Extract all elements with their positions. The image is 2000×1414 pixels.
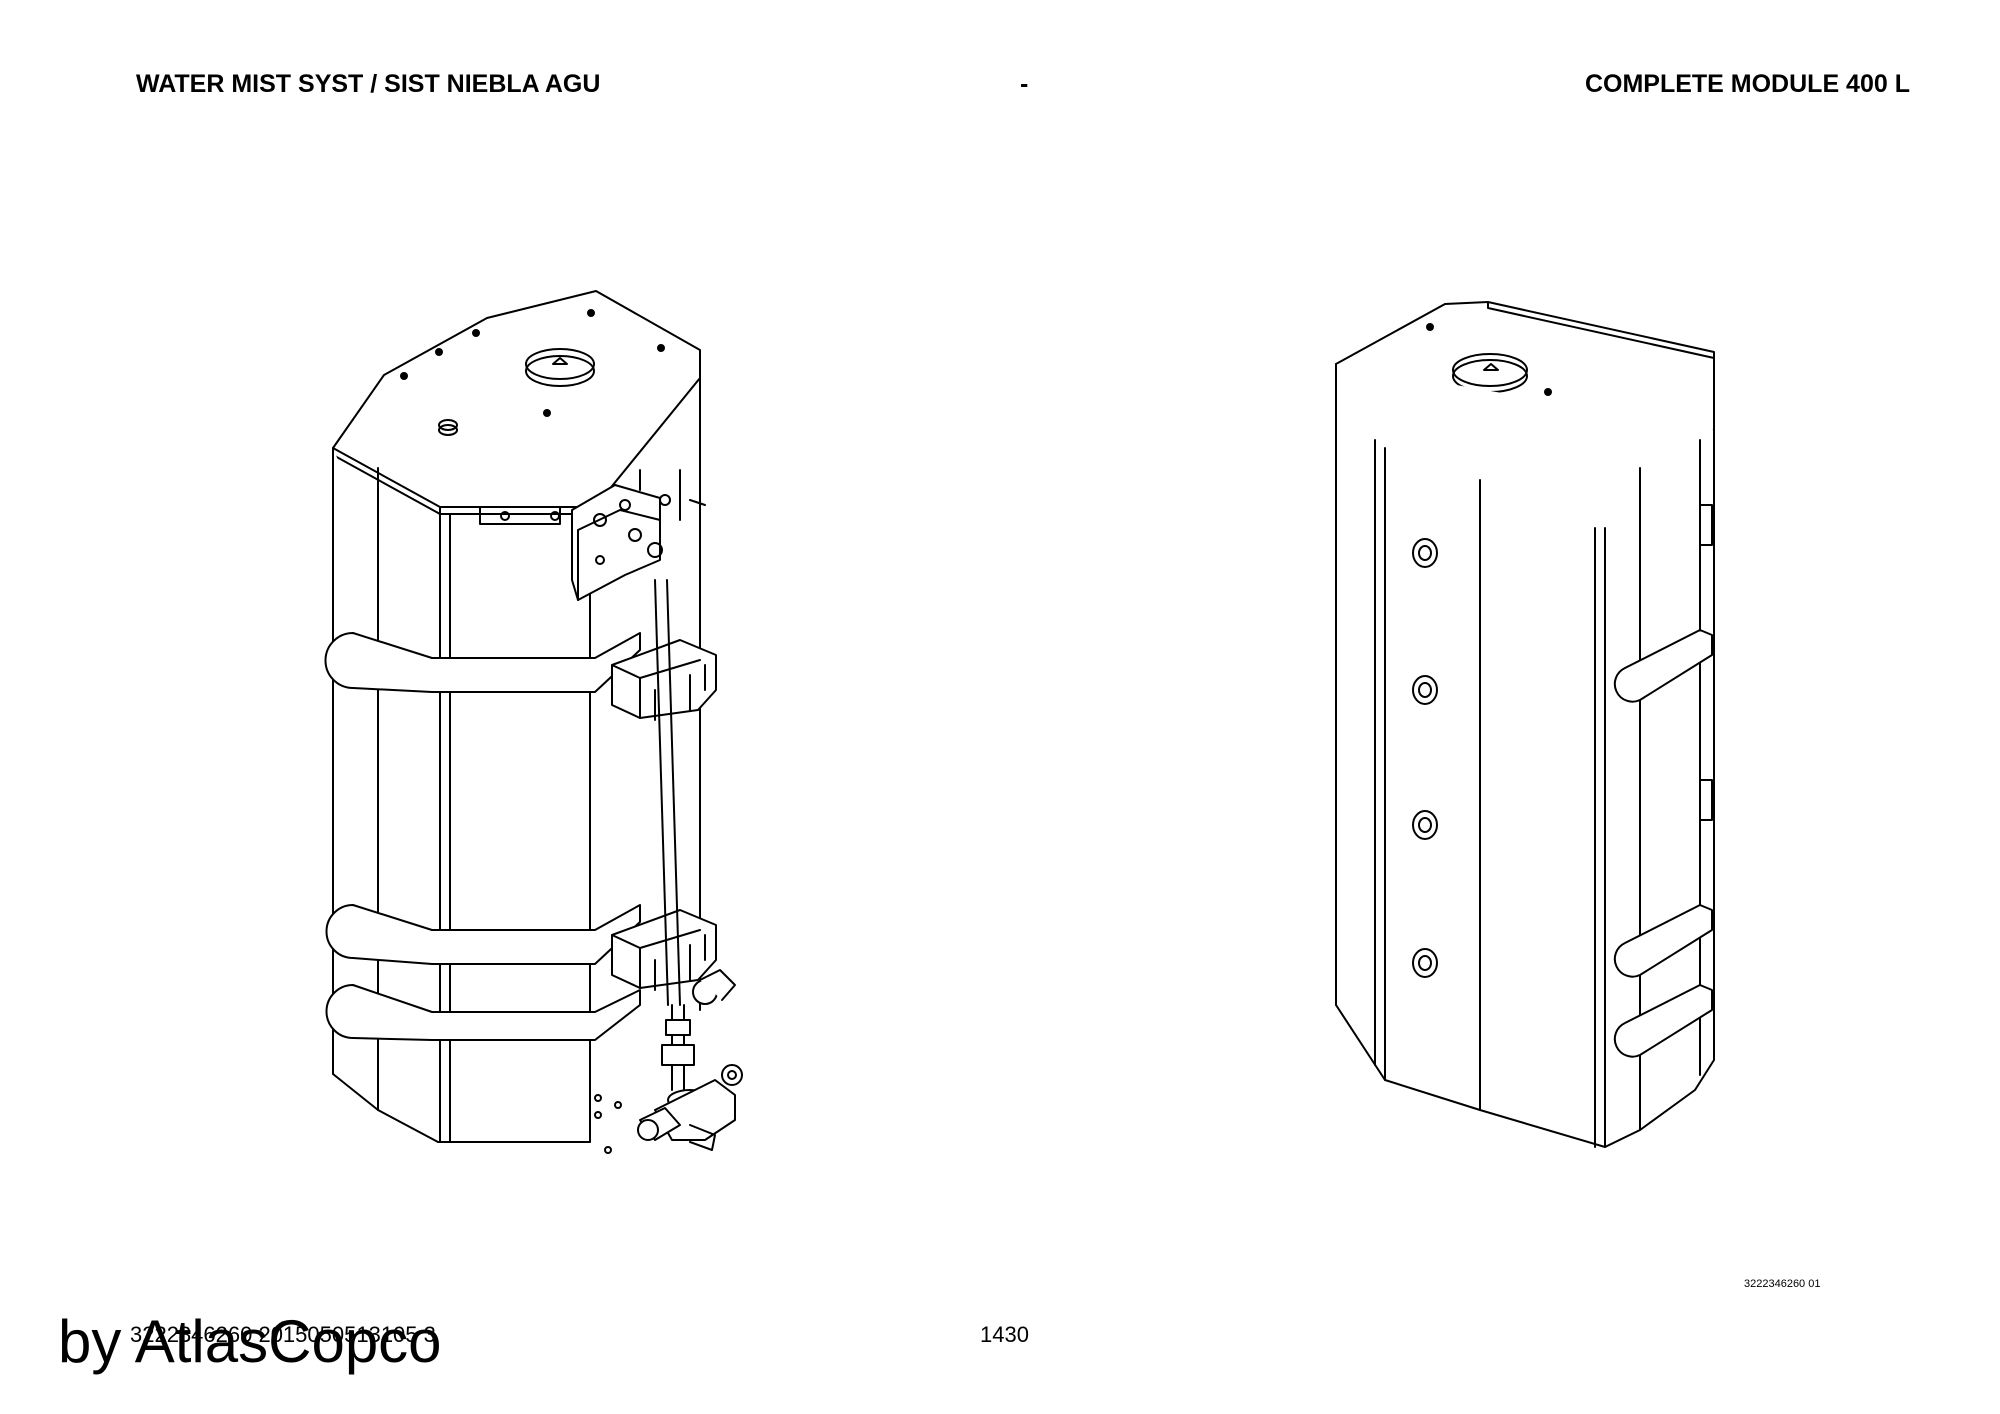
strap-lower-2 [327, 985, 641, 1040]
header-separator: - [1020, 70, 1029, 98]
supply-pipe [655, 580, 680, 1005]
part-reference: 3222346260 01 [1744, 1278, 1821, 1290]
strap-lower-1 [327, 905, 641, 964]
document-reference: 3222346260 2015050513105 3 [130, 1322, 436, 1347]
header-title-right: COMPLETE MODULE 400 L [1584, 70, 1910, 98]
tank-front-view [1336, 302, 1714, 1147]
tank-lid [333, 291, 700, 507]
strap-front-3 [1615, 985, 1712, 1057]
port-nuts [1413, 539, 1437, 977]
watermark: by AtlasCopco [58, 1308, 442, 1375]
page-number: 1430 [980, 1322, 1029, 1347]
strap-front-2 [1615, 905, 1712, 977]
strap-front-1 [1615, 630, 1712, 702]
drain-valve-assembly [638, 970, 742, 1150]
strap-upper [325, 633, 640, 692]
header-title-left: WATER MIST SYST / SIST NIEBLA AGU [136, 70, 601, 98]
tank-rear-view [325, 291, 742, 1153]
